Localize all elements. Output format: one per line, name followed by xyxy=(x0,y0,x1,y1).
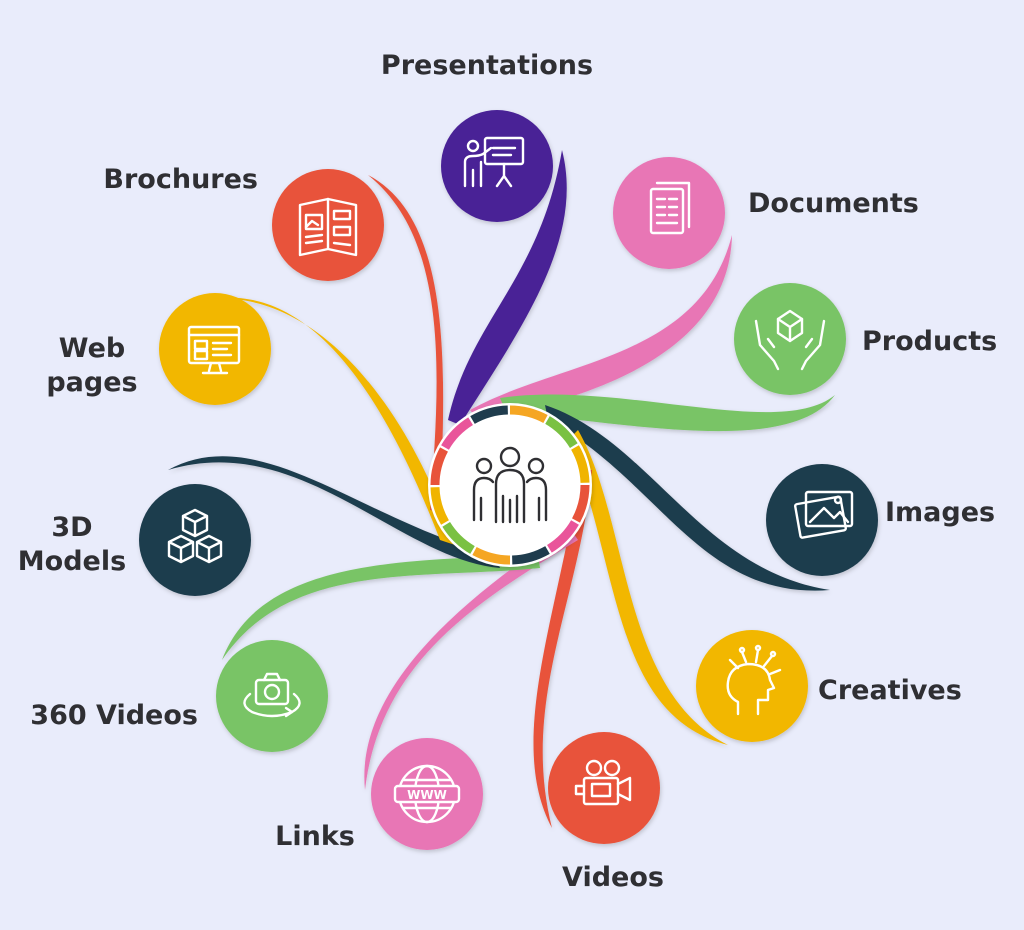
nodes: WWW xyxy=(139,110,878,850)
hub-ring-segment xyxy=(571,445,590,484)
hub-ring-segment xyxy=(545,416,578,449)
label-videos: Videos xyxy=(562,862,664,893)
ribbon-models3d xyxy=(168,456,500,568)
label-presentations: Presentations xyxy=(381,50,593,81)
label-documents: Documents xyxy=(748,188,919,219)
hub-ring-segment xyxy=(430,447,449,486)
product-box-hands-icon xyxy=(754,309,826,371)
node-creatives xyxy=(696,630,808,742)
ribbon-documents xyxy=(470,235,732,420)
globe-www-icon: WWW xyxy=(393,764,461,824)
node-videos xyxy=(548,732,660,844)
camera-360-icon xyxy=(243,672,301,718)
ribbon-images xyxy=(545,405,830,591)
node-images xyxy=(766,464,878,576)
node-documents xyxy=(613,157,725,269)
team-icon xyxy=(472,446,548,524)
node-links: WWW xyxy=(371,738,483,850)
node-webpages xyxy=(159,293,271,405)
label-images: Images xyxy=(885,497,995,528)
images-icon xyxy=(794,490,854,539)
hub-ring-segment xyxy=(546,520,579,553)
cubes-icon xyxy=(167,508,223,564)
node-videos360 xyxy=(216,640,328,752)
label-line: Models xyxy=(18,546,126,577)
hub-ring-segment xyxy=(511,546,550,565)
labels: Presentations Documents Products Images … xyxy=(18,50,997,893)
web-page-monitor-icon xyxy=(187,325,241,375)
ribbon-presentations xyxy=(448,150,567,425)
video-camera-icon xyxy=(574,759,632,806)
brochure-icon xyxy=(298,197,358,257)
hub-ring-segment xyxy=(571,484,590,523)
hub xyxy=(428,403,592,567)
ribbon-products xyxy=(500,394,835,432)
label-line: 3D xyxy=(51,512,92,543)
hub-ring-segment xyxy=(441,417,474,450)
creative-head-icon xyxy=(726,644,782,716)
label-line: Web xyxy=(59,333,125,364)
hub-ring-segment xyxy=(470,405,509,424)
node-brochures xyxy=(272,169,384,281)
label-links: Links xyxy=(275,821,355,852)
document-icon xyxy=(649,181,691,235)
label-products: Products xyxy=(862,326,997,357)
label-videos360: 360 Videos xyxy=(30,700,198,731)
node-models3d xyxy=(139,484,251,596)
hub-ring-segment xyxy=(472,546,511,565)
hub-ring-segment xyxy=(442,521,475,554)
presentation-board-icon xyxy=(463,136,525,188)
label-creatives: Creatives xyxy=(818,675,962,706)
ribbon-brochures xyxy=(368,175,444,512)
hub-ring-segment xyxy=(430,486,449,525)
label-line: pages xyxy=(46,367,137,398)
hub-ring-segment xyxy=(509,405,548,424)
svg-text:WWW: WWW xyxy=(407,788,447,802)
hub-ring xyxy=(430,405,590,565)
label-brochures: Brochures xyxy=(103,164,258,195)
node-products xyxy=(734,283,846,395)
node-presentations xyxy=(441,110,553,222)
